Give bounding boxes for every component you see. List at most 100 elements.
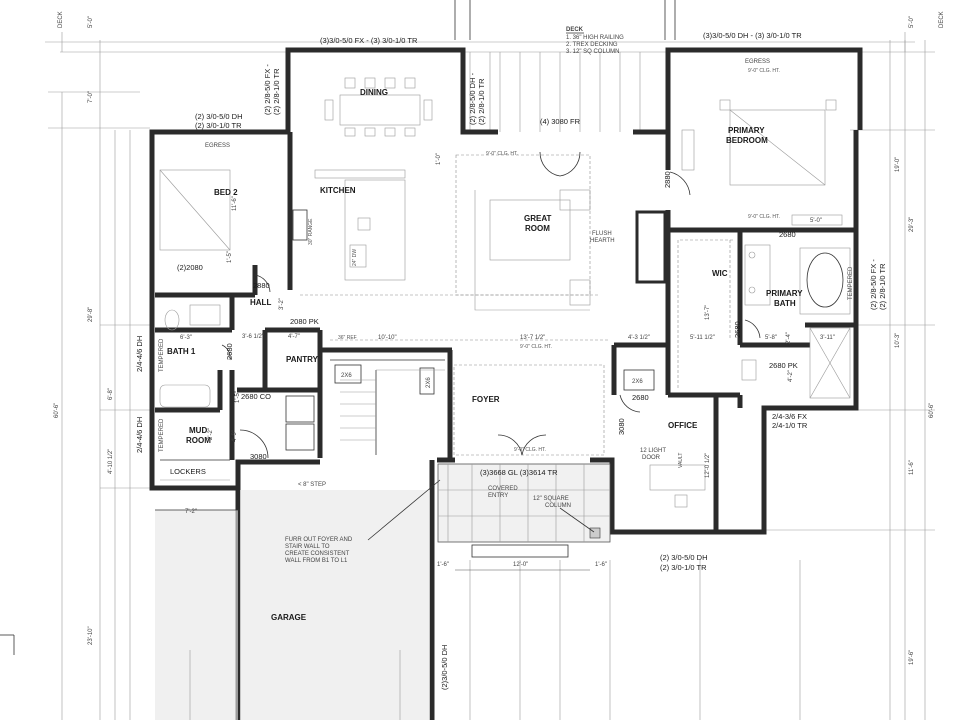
column-note-2: COLUMN (545, 503, 571, 509)
dim-12-0b: 12'-0 1/2" (705, 453, 711, 478)
window-dining-right-2: (2) 2/8-1/0 TR (477, 78, 486, 125)
room-pantry: PANTRY (286, 355, 319, 364)
egress-bed2: EGRESS (205, 143, 230, 149)
light-door-2: DOOR (642, 455, 661, 461)
window-office-bottom-2: (2) 3/0-1/0 TR (660, 563, 707, 572)
window-labels: (3)3/0-5/0 FX - (3) 3/0-1/0 TR (2) 2/8-5… (135, 31, 887, 690)
light-door-1: 12 LIGHT (640, 448, 666, 454)
window-mud-left: 2/4-4/6 DH (135, 417, 144, 453)
dim-2-2: 2'-2" (208, 428, 214, 440)
deck-note-1: 1. 36" HIGH RAILING (566, 35, 624, 41)
door-office-3080: 3080 (617, 418, 626, 435)
dim-1-5b: 1'-5" (235, 391, 241, 403)
dim-12-0: 12'-0" (513, 562, 528, 568)
dim-left-23-10: 23'-10" (88, 626, 94, 645)
dim-4-7: 4'-7" (288, 334, 300, 340)
deck-title: DECK (566, 27, 584, 33)
window-tempered-2: TEMPERED (159, 418, 165, 452)
window-primary-right-2: (2) 2/8-1/0 TR (878, 263, 887, 310)
room-labels: DINING KITCHEN BED 2 HALL PANTRY BATH 1 … (167, 59, 803, 622)
door-great-room: (4) 3080 FR (540, 117, 581, 126)
dim-2-4: 2'-4" (786, 332, 792, 344)
dim-10-10: 10'-10" (378, 335, 397, 341)
room-mud-1: MUD (189, 426, 207, 435)
door-bath1: 2680 (225, 343, 234, 360)
dim-right-19-0: 19'-0" (895, 157, 901, 172)
dim-4-3: 4'-3 1/2" (628, 335, 650, 341)
window-primary-top: (3)3/0-5/0 DH - (3) 3/0-1/0 TR (703, 31, 802, 40)
window-foyer-entry: (3)3668 GL (3)3614 TR (480, 468, 558, 477)
window-bath1-left: 2/4-4/6 DH (135, 336, 144, 372)
door-wic: 2680 (733, 321, 742, 338)
room-primary-bed-1: PRIMARY (728, 126, 765, 135)
window-primary-bath-right-1: 2/4-3/6 FX (772, 412, 807, 421)
deck-note-2: 2. TREX DECKING (566, 42, 618, 48)
window-dining-left-2: (2) 2/8-1/0 TR (272, 68, 281, 115)
dim-right-11-6: 11'-6" (909, 460, 915, 475)
room-mud-2: ROOM (186, 436, 211, 445)
dim-3-6: 3'-6 1/2" (242, 334, 264, 340)
clg-ht-stair: 9'-0" CLG. HT. (520, 344, 552, 350)
room-wic: WIC (712, 269, 728, 278)
door-labels: (4) 3080 FR (2)2080 2880 2080 PK 2680 26… (177, 117, 798, 461)
furr-note-3: CREATE CONSISTENT (285, 551, 350, 557)
dim-4-2: 4'-2" (788, 370, 794, 382)
vault-note: VAULT (678, 453, 684, 468)
dim-6-3: 6'-3" (180, 335, 192, 341)
dim-7-2: 7'-2" (185, 509, 197, 515)
ref-note: 36" REF (338, 335, 357, 341)
window-primary-bath-right-2: 2/4-1/0 TR (772, 421, 808, 430)
door-bed2-closet: (2)2080 (177, 263, 203, 272)
dim-1-5: 1'-5" (227, 251, 233, 263)
dim-3-2: 3'-2" (279, 298, 285, 310)
furniture (159, 77, 851, 508)
flush-hearth-2: HEARTH (590, 238, 615, 244)
furr-note-1: FURR OUT FOYER AND (285, 537, 353, 543)
dw-note: 24" DW (352, 249, 358, 266)
room-covered-1: COVERED (488, 486, 518, 492)
dim-4-9: 4'-9" (232, 430, 238, 442)
dim-13-7: 13'-7 1/2" (520, 335, 545, 341)
dim-1-6-a: 1'-6" (437, 562, 449, 568)
door-hall-2880: 2880 (253, 281, 270, 290)
dim-left-60-6: 60'-6" (54, 403, 60, 418)
room-primary-bed-2: BEDROOM (726, 136, 768, 145)
window-garage-right: (2)3/0-5/0 DH (440, 645, 449, 690)
covered-entry-paving (437, 463, 611, 558)
room-primary-bath-2: BATH (774, 299, 796, 308)
room-covered-2: ENTRY (488, 493, 508, 499)
window-dining-right-1: (2) 2/8-5/0 DH - (468, 72, 477, 125)
dim-right-5-0: 5'-0" (909, 16, 915, 28)
egress-primary: EGRESS (745, 59, 770, 65)
window-office-bottom-1: (2) 3/0-5/0 DH (660, 553, 708, 562)
dim-left-4-10: 4'-10 1/2" (108, 449, 114, 474)
dim-5-11: 5'-11 1/2" (690, 335, 715, 341)
garage-floor (155, 490, 430, 720)
dim-left-deck: DECK (58, 11, 64, 28)
dim-5-0: 5'-0" (810, 218, 822, 224)
column-note-1: 12" SQUARE (533, 496, 569, 502)
deck-note-3: 3. 12" SQ COLUMN (566, 49, 619, 55)
dim-right-10-3: 10'-3" (895, 333, 901, 348)
furr-note-4: WALL FROM B1 TO L1 (285, 558, 348, 564)
dim-1-6-b: 1'-6" (595, 562, 607, 568)
dim-13-7b: 13'-7" (705, 305, 711, 320)
window-primary-right-1: (2) 2/8-5/0 FX - (869, 259, 878, 310)
dim-right-60-6: 60'-6" (929, 403, 935, 418)
room-foyer: FOYER (472, 395, 500, 404)
window-dining-left-1: (2) 2/8-5/0 FX - (263, 64, 272, 115)
room-office: OFFICE (668, 421, 698, 430)
dim-right-29-3: 29'-3" (909, 217, 915, 232)
room-great-1: GREAT (524, 214, 552, 223)
window-tempered-3: TEMPERED (848, 266, 854, 300)
flush-hearth-1: FLUSH (592, 231, 612, 237)
dim-right-deck: DECK (939, 11, 945, 28)
clg-ht-foyer: 9'-0" CLG. HT. (514, 447, 546, 453)
furr-note-2: STAIR WALL TO (285, 544, 330, 550)
notes: DECK 1. 36" HIGH RAILING 2. TREX DECKING… (285, 27, 780, 564)
clg-ht-primary: 9'-0" CLG. HT. (748, 214, 780, 220)
label-2x6-b: 2X6 (426, 377, 432, 388)
room-dining: DINING (360, 88, 388, 97)
label-2x6-c: 2X6 (632, 379, 643, 385)
dim-5-8: 5'-8" (765, 335, 777, 341)
